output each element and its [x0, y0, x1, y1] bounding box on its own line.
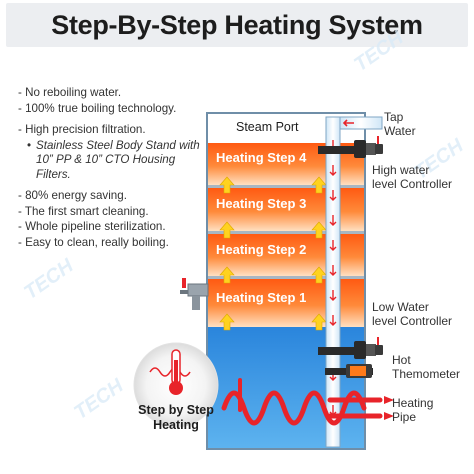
up-arrow-icon [219, 313, 235, 331]
svg-text:TECH: TECH [20, 255, 78, 305]
heat-flow-arrows [219, 176, 327, 331]
step-label: Heating Step 4 [216, 150, 307, 165]
drain-valve [180, 278, 209, 310]
hot-thermometer-label: Hot Themometer [392, 353, 461, 381]
down-arrow-icon [329, 190, 337, 201]
feature-list: - No reboiling water. - 100% true boilin… [18, 85, 208, 251]
up-arrow-icon [311, 266, 327, 284]
feature-item: - 100% true boiling technology. [18, 101, 177, 115]
water-section [208, 327, 364, 448]
up-arrow-icon [219, 176, 235, 194]
heating-pipe-label: Heating Pipe [392, 396, 434, 424]
feature-sub-item: Stainless Steel Body Stand with 10” PP &… [18, 139, 208, 183]
tap-inlet-pipe [339, 116, 383, 130]
feature-item: - Whole pipeline sterilization. [18, 220, 166, 234]
up-arrow-icon [311, 221, 327, 239]
title-bar: Step-By-Step Heating System [6, 3, 468, 47]
down-arrow-icon [329, 165, 337, 176]
low-water-label: Low Water level Controller [372, 300, 453, 328]
page-title: Step-By-Step Heating System [51, 9, 423, 40]
down-arrow-icon [329, 315, 337, 326]
thermometer-icon [149, 349, 191, 395]
down-arrow-icon [329, 290, 337, 301]
svg-text:TECH: TECH [350, 27, 408, 77]
feature-item: - The first smart cleaning. [18, 204, 149, 218]
tap-water-label: Tap Water [384, 110, 416, 138]
down-arrow-icon [329, 265, 337, 276]
steam-port-label: Steam Port [236, 120, 299, 134]
intake-pipe [325, 116, 341, 448]
left-arrow-icon [342, 119, 354, 127]
down-arrow-icon [329, 215, 337, 226]
feature-item: - No reboiling water. [18, 86, 122, 99]
feature-item: - Easy to clean, really boiling. [18, 236, 169, 250]
feature-item: - High precision filtration. [18, 123, 146, 137]
up-arrow-icon [311, 176, 327, 194]
svg-text:TECH: TECH [70, 375, 128, 425]
right-arrow-icon [384, 412, 394, 420]
right-arrow-icon [384, 396, 394, 404]
step-label: Heating Step 3 [216, 196, 306, 211]
up-arrow-icon [219, 266, 235, 284]
feature-item: - 80% energy saving. [18, 189, 127, 203]
heating-pipe-coil [221, 378, 383, 426]
up-arrow-icon [219, 221, 235, 239]
down-arrow-icon [329, 240, 337, 251]
step-label: Heating Step 1 [216, 290, 306, 305]
high-water-controller [318, 136, 383, 158]
step-label: Heating Step 2 [216, 242, 306, 257]
up-arrow-icon [311, 313, 327, 331]
hot-thermometer [325, 364, 373, 378]
low-water-controller [318, 337, 383, 359]
high-water-label: High water level Controller [372, 163, 453, 191]
badge-label: Step by Step Heating [138, 403, 214, 432]
